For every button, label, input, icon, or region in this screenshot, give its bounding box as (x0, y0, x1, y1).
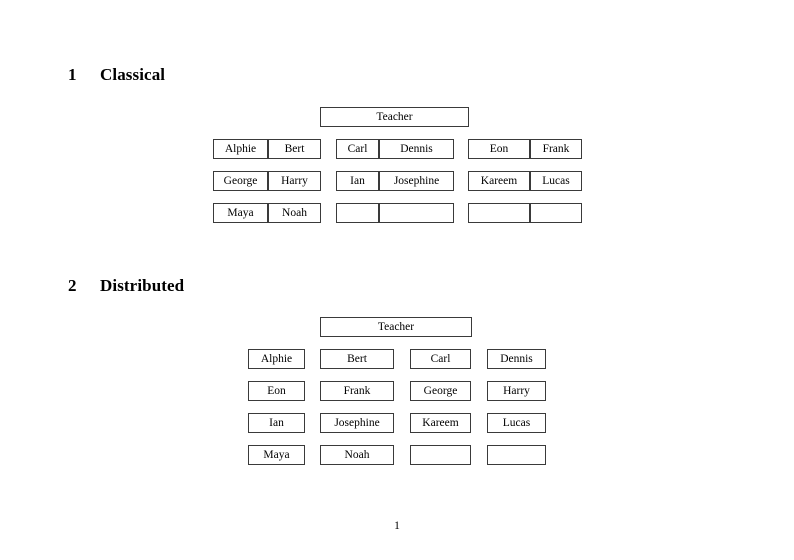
section-number: 2 (68, 276, 77, 295)
student-cell: Alphie (213, 139, 268, 159)
student-cell: Lucas (487, 413, 546, 433)
student-cell: Josephine (320, 413, 394, 433)
section-title: Classical (100, 65, 166, 84)
student-cell: Noah (320, 445, 394, 465)
student-cell: Harry (487, 381, 546, 401)
student-cell: George (213, 171, 268, 191)
section-heading-distributed: 2 Distributed (68, 277, 184, 294)
student-cell: George (410, 381, 471, 401)
student-cell: Ian (336, 171, 379, 191)
student-cell: Dennis (379, 139, 454, 159)
student-cell: Frank (320, 381, 394, 401)
student-cell: Noah (268, 203, 321, 223)
teacher-box-classical: Teacher (320, 107, 469, 127)
section-number: 1 (68, 65, 77, 84)
student-cell-empty (530, 203, 582, 223)
teacher-box-distributed: Teacher (320, 317, 472, 337)
section-title: Distributed (100, 276, 185, 295)
student-cell-empty (336, 203, 379, 223)
student-cell: Frank (530, 139, 582, 159)
student-cell-empty (468, 203, 530, 223)
student-cell-empty (487, 445, 546, 465)
student-cell: Harry (268, 171, 321, 191)
student-cell: Bert (268, 139, 321, 159)
student-cell: Carl (410, 349, 471, 369)
student-cell: Bert (320, 349, 394, 369)
student-cell: Kareem (410, 413, 471, 433)
section-heading-classical: 1 Classical (68, 66, 165, 83)
student-cell: Eon (248, 381, 305, 401)
student-cell: Ian (248, 413, 305, 433)
student-cell: Eon (468, 139, 530, 159)
student-cell: Lucas (530, 171, 582, 191)
student-cell: Dennis (487, 349, 546, 369)
page-number: 1 (394, 520, 400, 532)
student-cell-empty (379, 203, 454, 223)
student-cell-empty (410, 445, 471, 465)
student-cell: Maya (248, 445, 305, 465)
student-cell: Kareem (468, 171, 530, 191)
student-cell: Alphie (248, 349, 305, 369)
student-cell: Carl (336, 139, 379, 159)
student-cell: Maya (213, 203, 268, 223)
student-cell: Josephine (379, 171, 454, 191)
